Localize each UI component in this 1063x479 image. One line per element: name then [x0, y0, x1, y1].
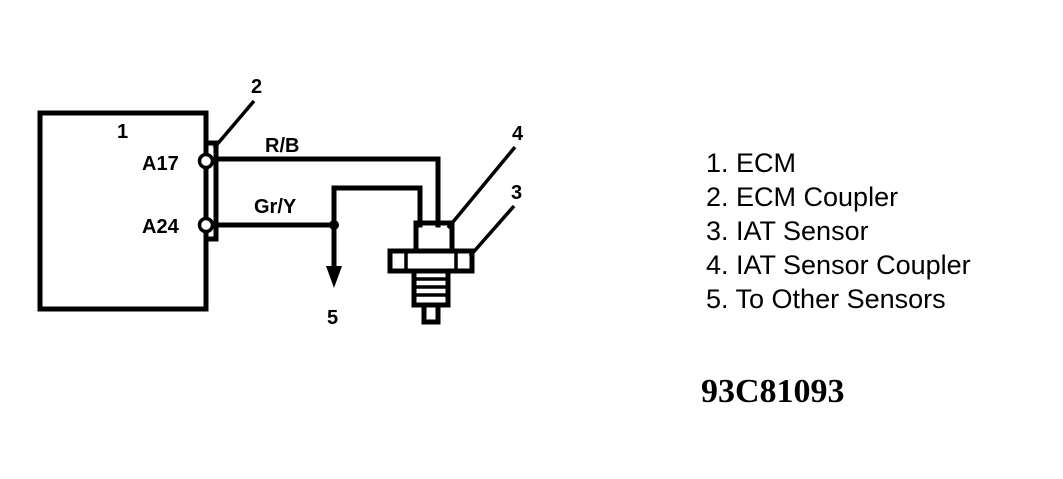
other-sensors-callout: 5 — [327, 307, 338, 329]
pin-a24-label: A24 — [142, 216, 180, 238]
legend: 1. ECM 2. ECM Coupler 3. IAT Sensor 4. I… — [706, 148, 971, 314]
ecm-coupler — [203, 140, 219, 242]
legend-item: 1. ECM — [706, 148, 796, 178]
pin-a17 — [197, 152, 215, 170]
iat-sensor-leader — [468, 204, 516, 258]
iat-sensor-callout: 3 — [511, 182, 522, 204]
iat-coupler-leader — [446, 145, 517, 230]
coupler-callout: 2 — [251, 76, 262, 98]
pin-a17-label: A17 — [142, 153, 179, 175]
iat-sensor-hex — [387, 248, 475, 274]
legend-item: 3. IAT Sensor — [706, 216, 869, 246]
figure-code: 93C81093 — [701, 373, 845, 410]
wire-rb-label: R/B — [265, 135, 299, 157]
legend-item: 4. IAT Sensor Coupler — [706, 250, 971, 280]
wire-gry-to-sensor — [331, 185, 423, 228]
other-sensors-arrow — [326, 266, 342, 288]
iat-sensor-tip — [421, 302, 441, 325]
legend-item: 5. To Other Sensors — [706, 284, 946, 314]
coupler-leader — [212, 99, 256, 150]
pin-a24 — [197, 216, 215, 234]
iat-coupler-callout: 4 — [512, 123, 524, 145]
ecm-callout: 1 — [117, 121, 128, 143]
wire-rb — [213, 156, 441, 228]
legend-item: 2. ECM Coupler — [706, 182, 898, 212]
wire-gry-label: Gr/Y — [254, 196, 297, 218]
